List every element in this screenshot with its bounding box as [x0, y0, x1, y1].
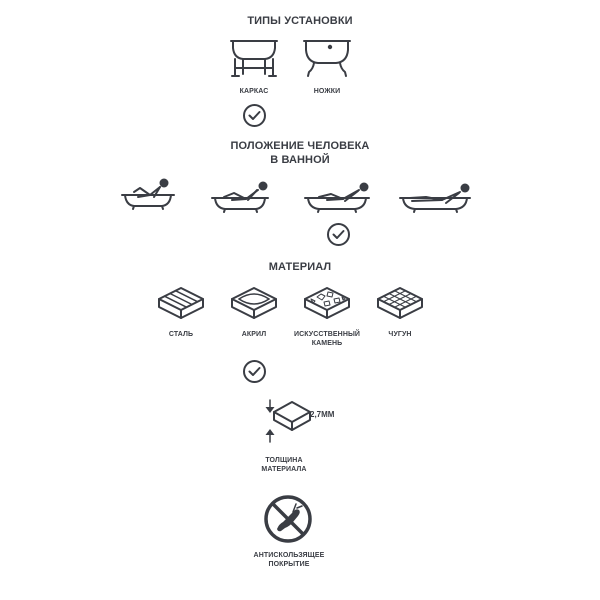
- artificial-stone-icon[interactable]: [302, 285, 352, 321]
- thickness-label-line2: МАТЕРИАЛА: [261, 466, 307, 473]
- material-title: МАТЕРИАЛ: [268, 261, 332, 273]
- antislip-label-line1: АНТИСКОЛЬЗЯЩЕЕ: [253, 552, 325, 559]
- installation-title: ТИПЫ УСТАНОВКИ: [247, 15, 353, 27]
- check-circle-icon: [242, 359, 267, 384]
- legs-bathtub-icon[interactable]: [302, 38, 352, 78]
- antislip-label-line2: ПОКРЫТИЕ: [268, 561, 310, 568]
- acrylic-sheet-icon[interactable]: [229, 285, 279, 321]
- material-label-cast-iron: ЧУГУН: [388, 331, 412, 338]
- anti-slip-icon: [263, 494, 313, 544]
- check-circle-icon: [326, 222, 351, 247]
- thickness-value: 2,7ММ: [310, 410, 335, 419]
- thickness-label-line1: ТОЛЩИНА: [265, 457, 303, 464]
- installation-label-frame: КАРКАС: [239, 88, 269, 95]
- person-reclining-bathtub-icon[interactable]: [210, 179, 272, 215]
- cast-iron-grid-icon[interactable]: [375, 285, 425, 321]
- position-title-line2: В ВАННОЙ: [270, 154, 330, 166]
- frame-bathtub-icon[interactable]: [229, 38, 279, 78]
- check-circle-icon: [242, 103, 267, 128]
- person-sitting-bathtub-icon[interactable]: [120, 175, 176, 213]
- material-label-acrylic: АКРИЛ: [241, 331, 267, 338]
- person-lying-bathtub-icon[interactable]: [398, 179, 474, 215]
- material-label-stone-line1: ИСКУССТВЕННЫЙ: [293, 331, 361, 338]
- steel-layers-icon[interactable]: [156, 285, 206, 321]
- installation-label-legs: НОЖКИ: [313, 88, 341, 95]
- position-title-line1: ПОЛОЖЕНИЕ ЧЕЛОВЕКА: [230, 140, 370, 152]
- material-thickness-icon: [260, 396, 312, 444]
- person-half-lying-bathtub-icon[interactable]: [303, 179, 373, 215]
- material-label-stone-line2: КАМЕНЬ: [311, 340, 343, 347]
- material-label-steel: СТАЛЬ: [168, 331, 194, 338]
